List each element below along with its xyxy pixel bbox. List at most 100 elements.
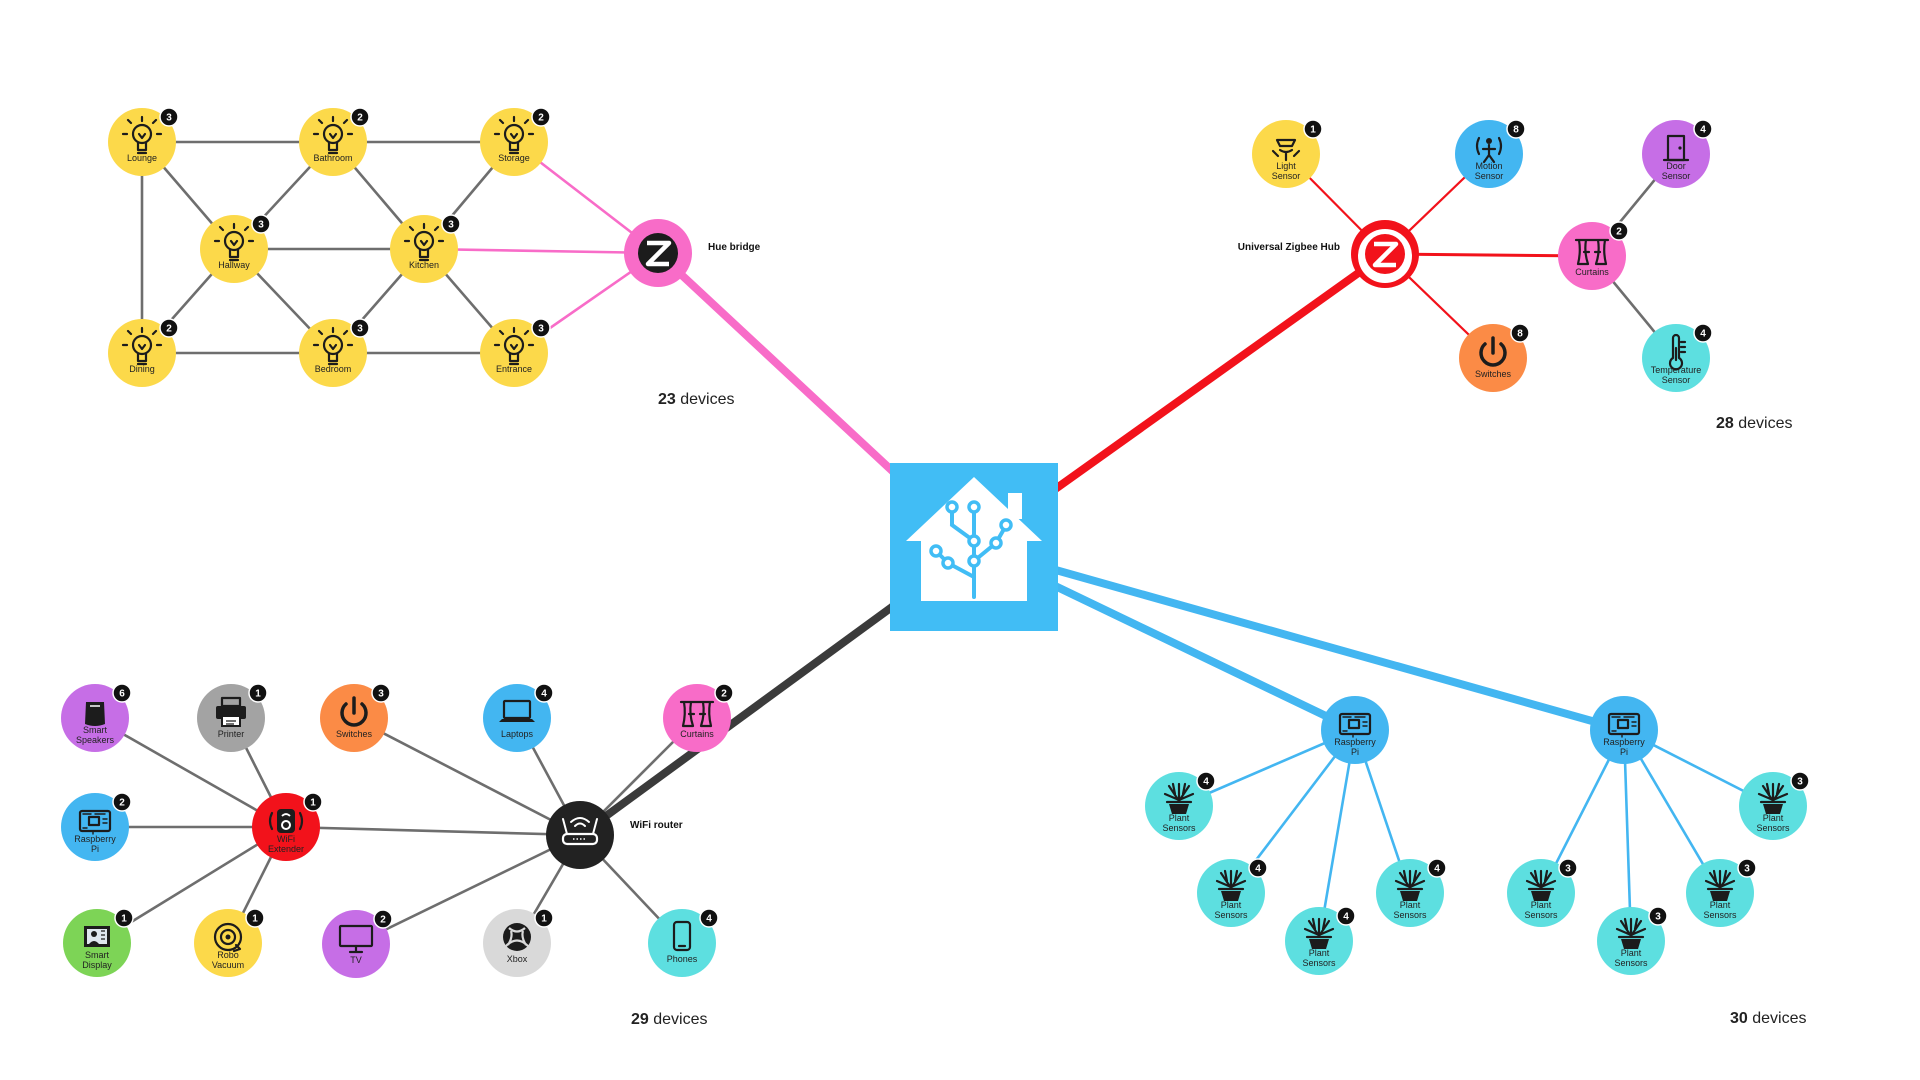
thermometer-icon	[1668, 333, 1687, 371]
node-kitchen[interactable]: Kitchen 3	[390, 214, 461, 283]
node-huebridge[interactable]	[624, 219, 692, 287]
svg-text:2: 2	[119, 798, 125, 809]
node-zswitches-label: Switches	[1475, 369, 1512, 379]
node-lounge-label: Lounge	[127, 153, 157, 163]
node-zswitches[interactable]: Switches 8	[1459, 323, 1530, 392]
tv-icon	[338, 924, 374, 954]
node-router[interactable]	[546, 801, 614, 869]
laptop-icon	[499, 699, 535, 722]
svg-text:2: 2	[357, 113, 363, 124]
power-icon	[1479, 336, 1507, 367]
svg-text:4: 4	[706, 914, 712, 925]
device-count-wifi: 29 devices	[631, 1011, 708, 1028]
plant-icon	[1215, 869, 1247, 901]
nodes-layer: Lounge3Bathroom2Storage2Hallway3Kitchen3…	[61, 107, 1810, 978]
node-laptops-label: Laptops	[501, 729, 534, 739]
svg-text:6: 6	[119, 689, 125, 700]
svg-text:2: 2	[166, 324, 172, 335]
node-entrance-badge: 3	[531, 318, 551, 338]
node-bathroom-badge: 2	[350, 107, 370, 127]
home-assistant-hub[interactable]	[890, 463, 1058, 631]
svg-text:3: 3	[448, 220, 454, 231]
node-phones-circle	[648, 909, 716, 977]
edge-speakers-extender	[93, 716, 288, 829]
node-phones-label: Phones	[667, 954, 698, 964]
node-dining-badge: 2	[159, 318, 179, 338]
device-count-hue-suffix: devices	[676, 391, 735, 408]
node-tv[interactable]: TV2	[322, 909, 393, 978]
device-count-hue: 23 devices	[658, 391, 735, 408]
lightbulb-icon	[312, 326, 354, 366]
device-count-zigbee-number: 28	[1716, 415, 1734, 432]
plant-icon	[1525, 869, 1557, 901]
node-zswitches-badge: 8	[1510, 323, 1530, 343]
node-kitchen-label: Kitchen	[409, 260, 439, 270]
edge-pi1-p1c	[1317, 728, 1357, 943]
node-pi1-circle	[1321, 696, 1389, 764]
node-tv-label: TV	[350, 955, 362, 965]
node-phones[interactable]: Phones 4	[648, 908, 719, 977]
node-zcurtains-circle	[1558, 222, 1626, 290]
svg-text:3: 3	[1655, 912, 1661, 923]
plant-icon	[1163, 782, 1195, 814]
svg-text:1: 1	[252, 914, 258, 925]
node-zswitches-circle	[1459, 324, 1527, 392]
node-wcurtains-badge: 2	[714, 683, 734, 703]
curtains-icon	[679, 700, 715, 728]
node-zcurtains-label: Curtains	[1575, 267, 1609, 277]
svg-text:3: 3	[1744, 864, 1750, 875]
node-laptops[interactable]: Laptops 4	[483, 683, 554, 752]
lightbulb-icon	[213, 222, 255, 262]
plant-icon	[1394, 869, 1426, 901]
node-extender-badge: 1	[303, 792, 323, 812]
svg-text:8: 8	[1513, 125, 1519, 136]
svg-text:3: 3	[258, 220, 264, 231]
circuit-board-icon	[1338, 712, 1372, 738]
node-laptops-badge: 4	[534, 683, 554, 703]
node-p1d-badge: 4	[1427, 858, 1447, 878]
node-zigbeehub[interactable]	[1351, 220, 1419, 288]
node-storage-badge: 2	[531, 107, 551, 127]
node-wswitches-badge: 3	[371, 683, 391, 703]
node-lightsensor-badge: 1	[1303, 119, 1323, 139]
